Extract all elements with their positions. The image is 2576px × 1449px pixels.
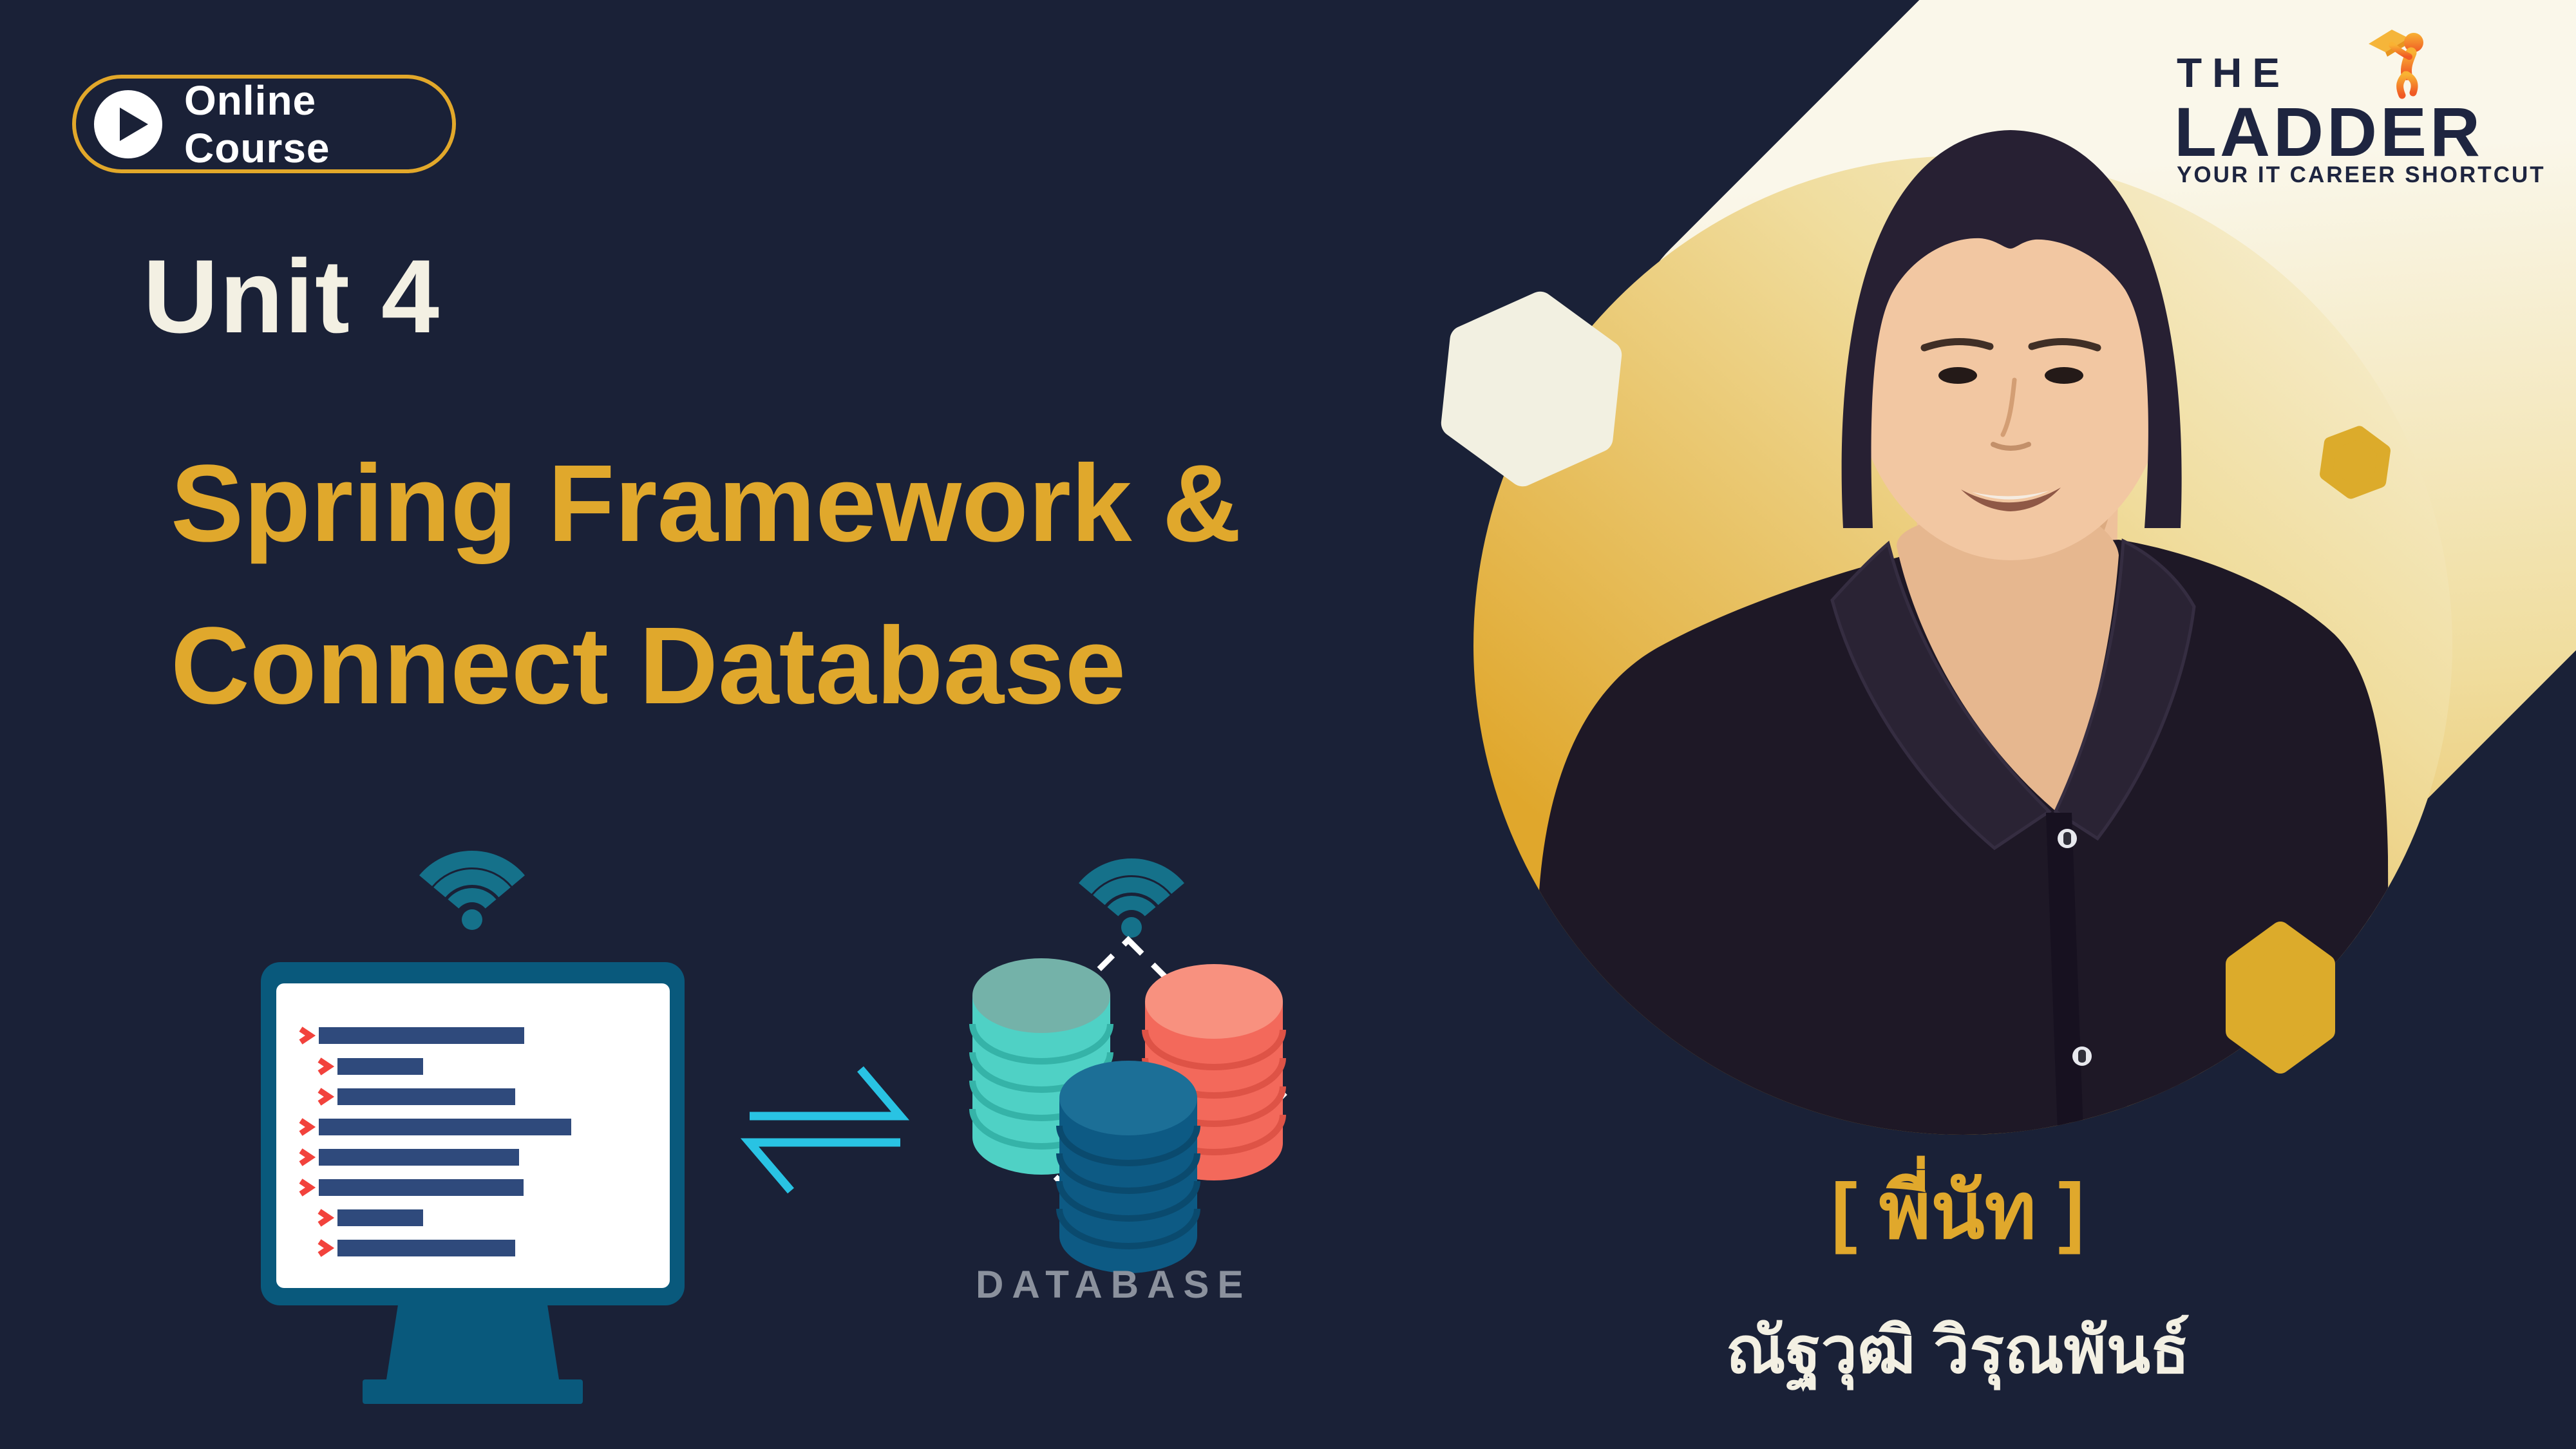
small-gold-hexagon-decoration [2320,426,2391,499]
instructor-full-name: ณัฐวุฒิ วิรุณพันธ์ [1725,1314,2190,1387]
data-exchange-icon [740,1066,910,1194]
instructor-nickname: [ พี่นัท ] [1831,1167,2085,1255]
database-caption: DATABASE [976,1263,1252,1306]
gold-hexagon-decoration [2226,922,2335,1074]
computer-code-illustration [261,851,685,1404]
course-title-line1: Spring Framework & [171,442,1242,565]
logo-tagline: YOUR IT CAREER SHORTCUT [2177,162,2546,187]
code-lines [299,1027,571,1257]
logo-word-ladder: LADDER [2174,93,2483,171]
badge-label: Online Course [184,77,330,171]
play-icon [94,90,162,158]
logo-word-the: THE [2177,50,2290,96]
database-cylinder-blue [1056,1061,1200,1273]
database-illustration [969,858,1287,1273]
instructor-photo [1536,130,2389,1135]
wifi-icon [419,851,525,930]
course-title-line2: Connect Database [171,605,1126,727]
course-title: Spring Framework & Connect Database [171,422,1242,747]
wifi-icon [1079,858,1184,938]
unit-heading: Unit 4 [143,238,441,355]
online-course-badge: Online Course [72,75,456,173]
ladder-mascot-icon [2369,30,2423,99]
cream-hexagon-decoration [1441,291,1622,487]
